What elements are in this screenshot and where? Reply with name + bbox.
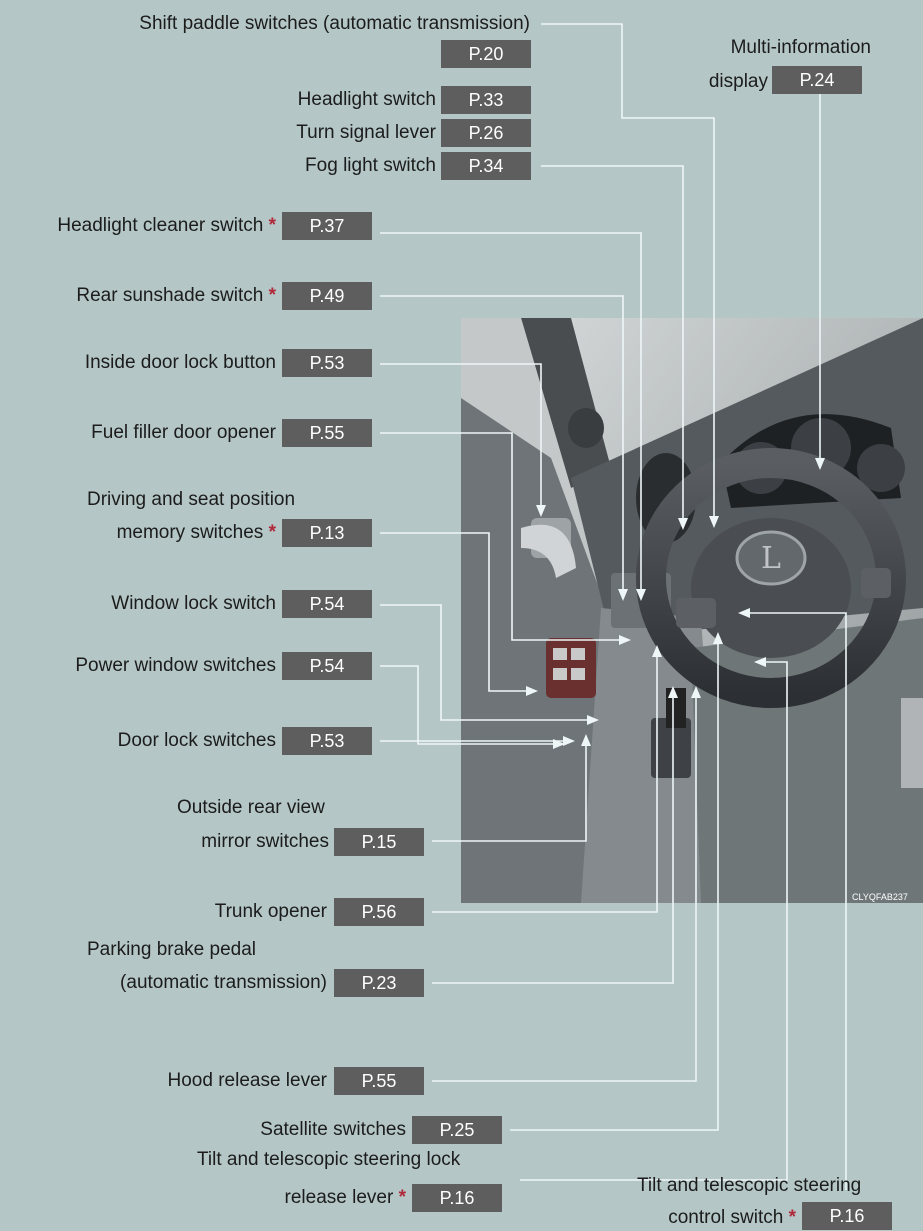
tilt-lock-label-2: release lever *	[285, 1186, 406, 1210]
leader-trunk	[432, 653, 657, 912]
hood-page[interactable]: P.55	[334, 1067, 424, 1095]
trunk-page[interactable]: P.56	[334, 898, 424, 926]
tilt-control-label-2: control switch *	[668, 1206, 796, 1230]
headlight-label: Headlight switch	[298, 88, 436, 112]
leader-inside-door-lock	[380, 364, 541, 509]
memory-label-2: memory switches *	[117, 521, 276, 545]
leader-mirror	[432, 742, 586, 841]
inside-door-lock-label: Inside door lock button	[85, 351, 276, 375]
rear-sunshade-label: Rear sunshade switch *	[76, 284, 276, 308]
asterisk-icon: *	[399, 1187, 406, 1208]
leader-parking-brake	[432, 694, 673, 983]
shift-paddle-label: Shift paddle switches (automatic transmi…	[139, 12, 530, 36]
memory-page[interactable]: P.13	[282, 519, 372, 547]
turn-signal-page[interactable]: P.26	[441, 119, 531, 147]
headlight-cleaner-page[interactable]: P.37	[282, 212, 372, 240]
asterisk-icon: *	[269, 522, 276, 543]
fuel-filler-page[interactable]: P.55	[282, 419, 372, 447]
power-window-page[interactable]: P.54	[282, 652, 372, 680]
headlight-page[interactable]: P.33	[441, 86, 531, 114]
leader-fuel-filler	[380, 433, 623, 640]
hood-label: Hood release lever	[168, 1069, 327, 1093]
tilt-lock-page[interactable]: P.16	[412, 1184, 502, 1212]
tilt-lock-label-1: Tilt and telescopic steering lock	[197, 1148, 460, 1172]
asterisk-icon: *	[269, 285, 276, 306]
parking-brake-page[interactable]: P.23	[334, 969, 424, 997]
satellite-page[interactable]: P.25	[412, 1116, 502, 1144]
trunk-label: Trunk opener	[215, 900, 327, 924]
multi-info-page[interactable]: P.24	[772, 66, 862, 94]
fog-light-page[interactable]: P.34	[441, 152, 531, 180]
shift-paddle-page[interactable]: P.20	[441, 40, 531, 68]
asterisk-icon: *	[789, 1207, 796, 1228]
satellite-label: Satellite switches	[260, 1118, 406, 1142]
power-window-label: Power window switches	[75, 654, 276, 678]
fuel-filler-label: Fuel filler door opener	[91, 421, 276, 445]
window-lock-label: Window lock switch	[111, 592, 276, 616]
parking-brake-label-1: Parking brake pedal	[87, 938, 256, 962]
rear-sunshade-page[interactable]: P.49	[282, 282, 372, 310]
fog-light-label: Fog light switch	[305, 154, 436, 178]
leader-power-window	[380, 666, 557, 744]
multi-info-label-2: display	[709, 70, 768, 94]
door-lock-label: Door lock switches	[118, 729, 276, 753]
door-lock-page[interactable]: P.53	[282, 727, 372, 755]
inside-door-lock-page[interactable]: P.53	[282, 349, 372, 377]
leader-rear-sunshade	[380, 296, 623, 593]
leader-shift-paddle	[541, 24, 714, 520]
leader-memory	[380, 533, 530, 691]
asterisk-icon: *	[269, 215, 276, 236]
parking-brake-label-2: (automatic transmission)	[120, 971, 327, 995]
leader-headlight-cleaner	[380, 233, 641, 593]
leader-satellite	[510, 640, 718, 1130]
leader-tilt-control	[746, 613, 846, 1190]
multi-info-label-1: Multi-information	[731, 36, 871, 60]
leader-fog-light	[541, 166, 683, 522]
tilt-control-page[interactable]: P.16	[802, 1202, 892, 1230]
mirror-page[interactable]: P.15	[334, 828, 424, 856]
memory-label-1: Driving and seat position	[87, 488, 295, 512]
tilt-control-label-1: Tilt and telescopic steering	[637, 1174, 861, 1198]
mirror-label-1: Outside rear view	[177, 796, 325, 820]
turn-signal-label: Turn signal lever	[296, 121, 436, 145]
leader-tilt-lock	[520, 662, 787, 1180]
leader-window-lock	[380, 605, 591, 720]
headlight-cleaner-label: Headlight cleaner switch *	[57, 214, 276, 238]
mirror-label-2: mirror switches	[201, 830, 329, 854]
window-lock-page[interactable]: P.54	[282, 590, 372, 618]
